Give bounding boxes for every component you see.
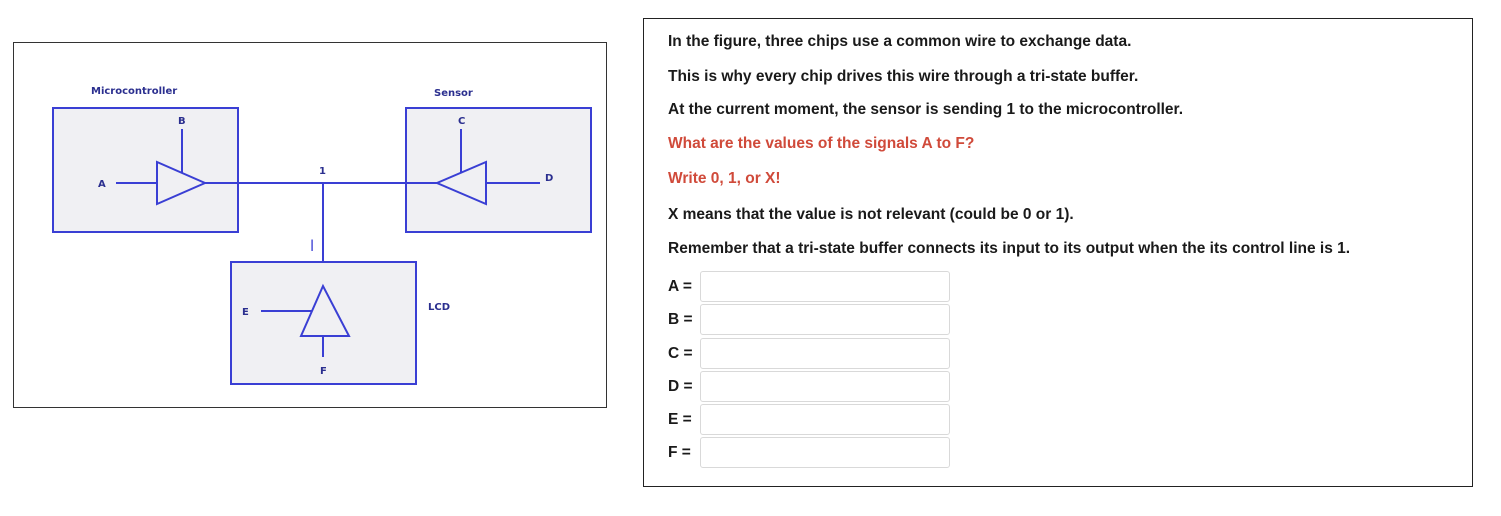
sensor-box <box>405 107 592 233</box>
answer-input-b[interactable] <box>700 304 950 335</box>
question-line-7: Remember that a tri-state buffer connect… <box>668 240 1351 257</box>
answer-label-f: F = <box>668 444 691 461</box>
handwritten-mark: l <box>310 237 314 255</box>
answer-row-f: F = <box>668 437 968 469</box>
answer-label-e: E = <box>668 411 692 428</box>
answer-input-d[interactable] <box>700 371 950 402</box>
question-line-2: This is why every chip drives this wire … <box>668 68 1139 85</box>
answer-row-c: C = <box>668 338 968 370</box>
answer-input-f[interactable] <box>700 437 950 468</box>
signal-f-label: F <box>320 366 327 377</box>
answer-row-a: A = <box>668 271 968 303</box>
signal-d-label: D <box>545 173 553 184</box>
question-panel: In the figure, three chips use a common … <box>643 18 1473 487</box>
question-line-1: In the figure, three chips use a common … <box>668 33 1132 50</box>
question-prompt: What are the values of the signals A to … <box>668 135 975 152</box>
lcd-box <box>230 261 417 385</box>
answer-row-e: E = <box>668 404 968 436</box>
signal-e-label: E <box>242 307 249 318</box>
circuit-diagram: Microcontroller A B Sensor C D 1 l LCD E… <box>52 86 592 385</box>
lcd-label: LCD <box>428 302 450 313</box>
answer-input-e[interactable] <box>700 404 950 435</box>
question-line-6: X means that the value is not relevant (… <box>668 206 1074 223</box>
answer-label-c: C = <box>668 345 693 362</box>
signal-c-label: C <box>458 116 465 127</box>
signal-b-label: B <box>178 116 186 127</box>
answer-label-a: A = <box>668 278 692 295</box>
answer-input-c[interactable] <box>700 338 950 369</box>
signal-a-label: A <box>98 179 106 190</box>
answer-label-d: D = <box>668 378 693 395</box>
answer-row-d: D = <box>668 371 968 403</box>
question-line-3: At the current moment, the sensor is sen… <box>668 101 1184 118</box>
circuit-figure: Microcontroller A B Sensor C D 1 l LCD E… <box>13 42 607 408</box>
answer-input-a[interactable] <box>700 271 950 302</box>
microcontroller-label: Microcontroller <box>91 86 177 97</box>
question-instruction: Write 0, 1, or X! <box>668 170 781 187</box>
microcontroller-box <box>52 107 239 233</box>
answer-row-b: B = <box>668 304 968 336</box>
answer-label-b: B = <box>668 311 693 328</box>
bus-value-label: 1 <box>319 166 326 177</box>
sensor-label: Sensor <box>434 88 473 99</box>
